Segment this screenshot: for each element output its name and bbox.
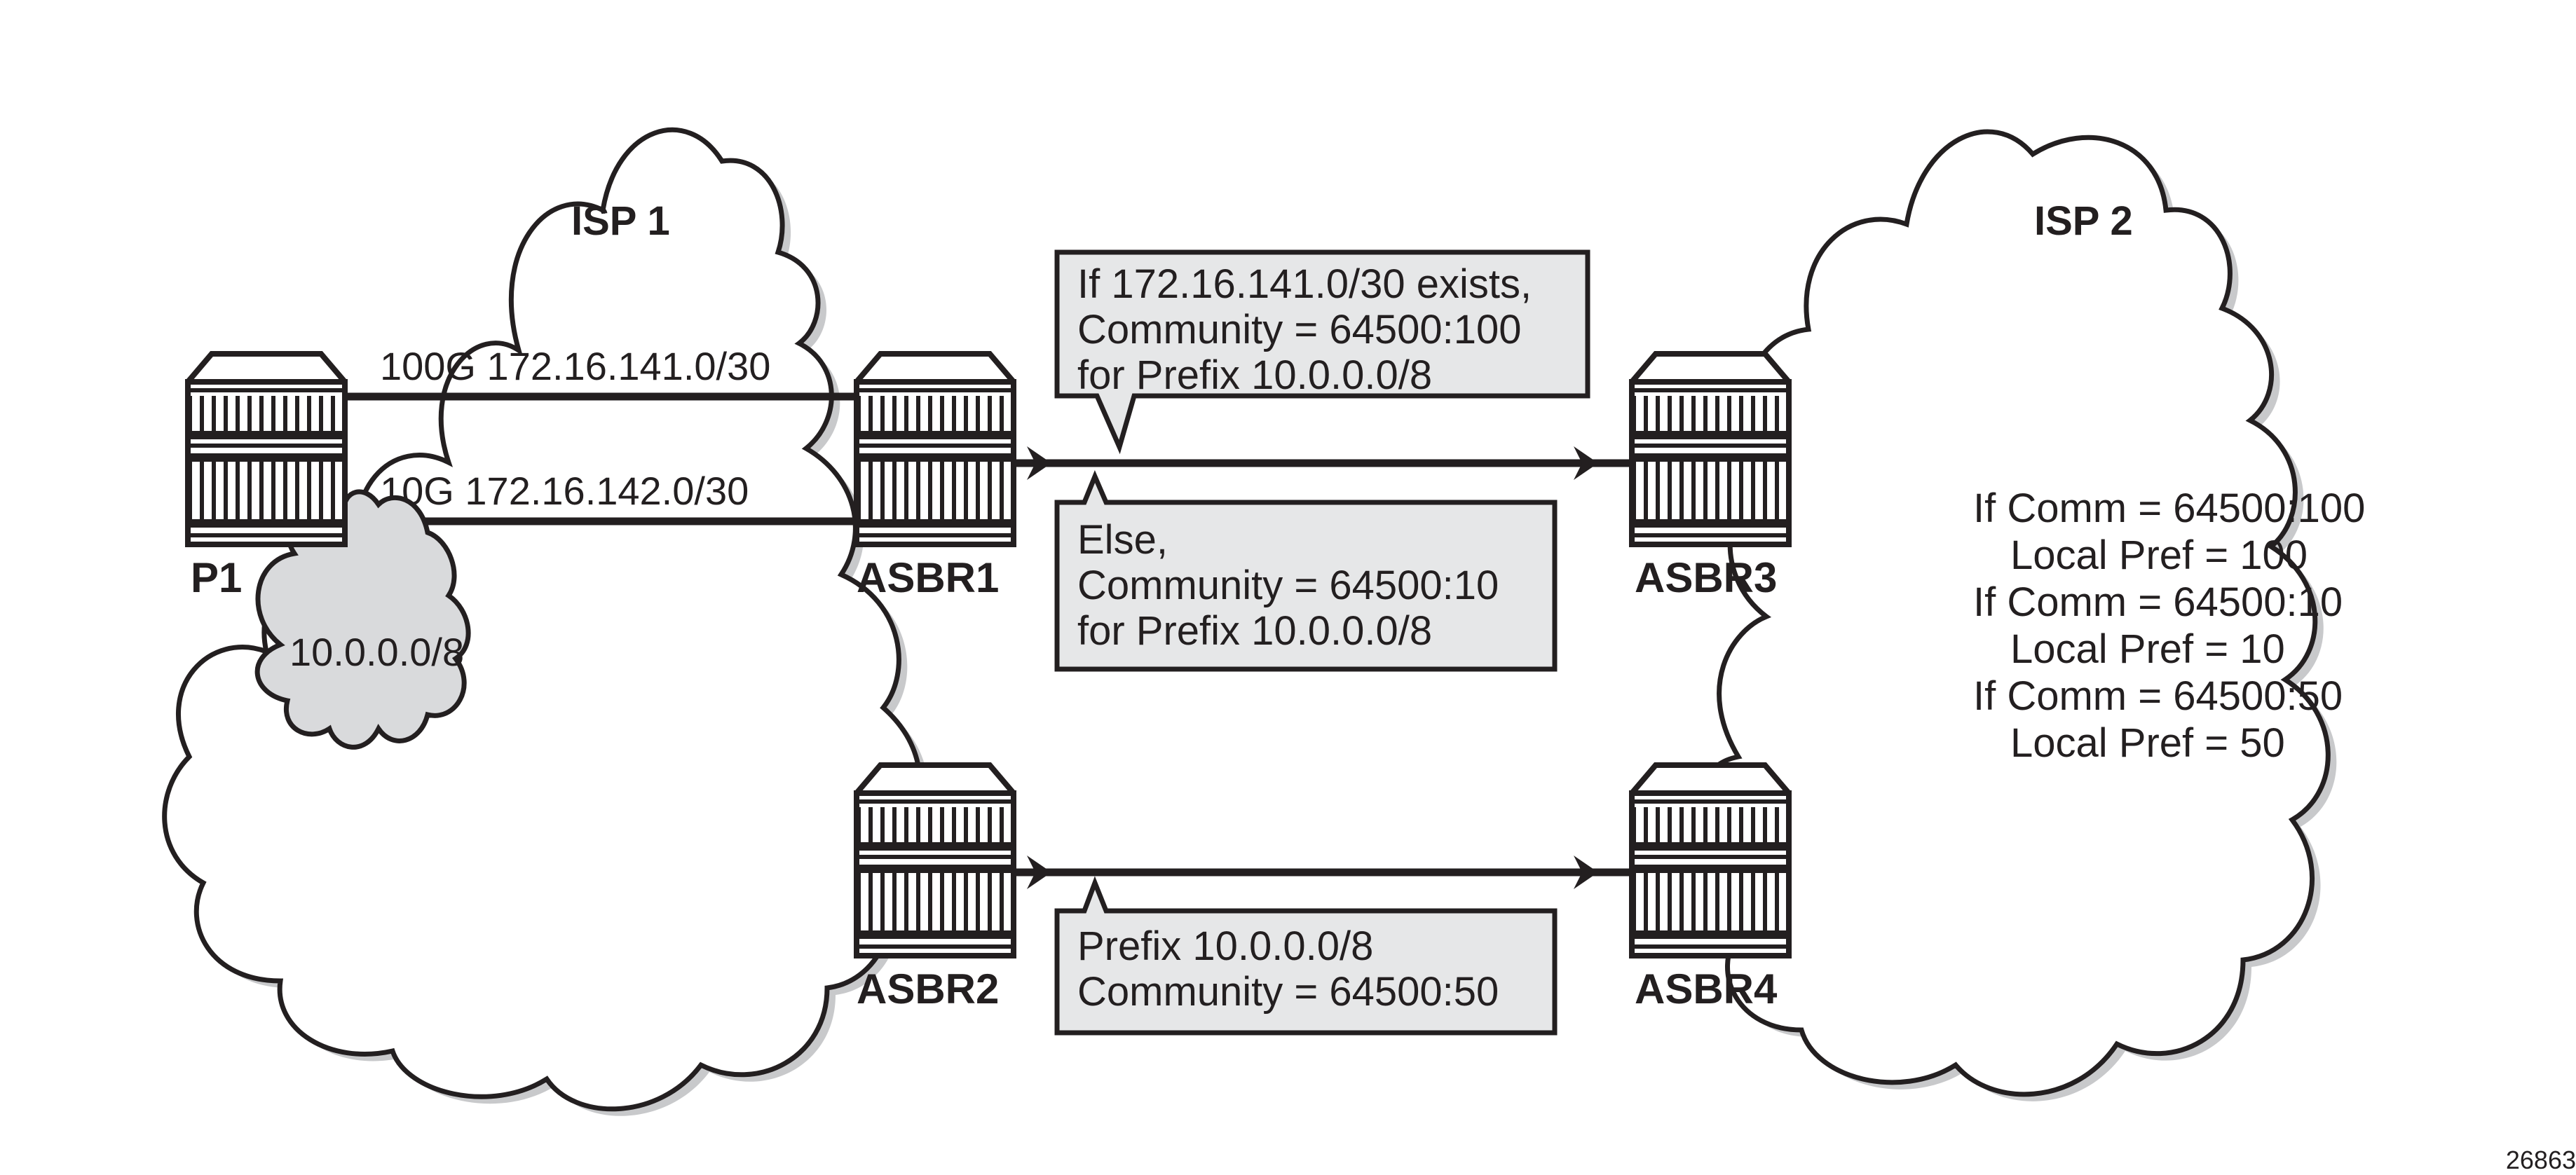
router-asbr3-label: ASBR3 bbox=[1635, 554, 1777, 601]
callout-middle: Else, Community = 64500:10 for Prefix 10… bbox=[1054, 469, 1558, 672]
link-100g: 100G 172.16.141.0/30 bbox=[343, 344, 857, 401]
router-icon bbox=[857, 765, 1014, 956]
router-asbr1[interactable]: ASBR1 bbox=[857, 354, 1014, 601]
link-100g-label: 100G 172.16.141.0/30 bbox=[380, 344, 770, 388]
policy-line-4: Local Pref = 10 bbox=[2010, 626, 2285, 672]
callout-top-line-2: Community = 64500:100 bbox=[1077, 307, 1522, 352]
router-icon bbox=[857, 354, 1014, 544]
router-asbr3[interactable]: ASBR3 bbox=[1632, 354, 1789, 601]
link-10g-label: 10G 172.16.142.0/30 bbox=[380, 469, 749, 513]
callout-top: If 172.16.141.0/30 exists, Community = 6… bbox=[1054, 249, 1590, 455]
callout-bottom-line-2: Community = 64500:50 bbox=[1077, 969, 1499, 1015]
policy-line-2: Local Pref = 100 bbox=[2010, 532, 2308, 578]
callout-middle-line-1: Else, bbox=[1077, 517, 1168, 563]
router-p1[interactable]: P1 bbox=[188, 354, 345, 601]
callout-top-line-1: If 172.16.141.0/30 exists, bbox=[1077, 261, 1532, 307]
router-icon bbox=[1632, 765, 1789, 956]
isp1-cloud-outline bbox=[162, 127, 922, 1112]
arrowhead-icon bbox=[1574, 856, 1598, 889]
policy-line-6: Local Pref = 50 bbox=[2010, 720, 2285, 766]
isp2-cloud-outline bbox=[1698, 129, 2331, 1097]
router-asbr2[interactable]: ASBR2 bbox=[857, 765, 1014, 1012]
isp1-label: ISP 1 bbox=[571, 198, 670, 244]
callout-top-line-3: for Prefix 10.0.0.0/8 bbox=[1077, 352, 1432, 398]
policy-line-1: If Comm = 64500:100 bbox=[1973, 486, 2365, 531]
policy-line-3: If Comm = 64500:10 bbox=[1973, 579, 2343, 625]
arrowhead-icon bbox=[1027, 856, 1051, 889]
isp2-policy: If Comm = 64500:100 Local Pref = 100 If … bbox=[1973, 486, 2365, 766]
callout-bottom: Prefix 10.0.0.0/8 Community = 64500:50 bbox=[1054, 876, 1558, 1036]
prefix-cloud-label: 10.0.0.0/8 bbox=[289, 630, 464, 674]
router-asbr4-label: ASBR4 bbox=[1635, 966, 1778, 1012]
prefix-cloud: 10.0.0.0/8 bbox=[254, 489, 471, 750]
session-asbr1-asbr3 bbox=[1014, 446, 1632, 480]
isp2-cloud: ISP 2 bbox=[1698, 129, 2337, 1101]
router-icon bbox=[188, 354, 345, 544]
figure-id: 26863 bbox=[2506, 1146, 2576, 1174]
router-asbr1-label: ASBR1 bbox=[857, 554, 999, 601]
router-icon bbox=[1632, 354, 1789, 544]
router-asbr4[interactable]: ASBR4 bbox=[1632, 765, 1789, 1012]
router-asbr2-label: ASBR2 bbox=[857, 966, 999, 1012]
policy-line-5: If Comm = 64500:50 bbox=[1973, 673, 2343, 719]
router-p1-label: P1 bbox=[191, 554, 242, 601]
arrowhead-icon bbox=[1027, 446, 1051, 480]
link-10g: 10G 172.16.142.0/30 bbox=[343, 469, 857, 525]
isp1-cloud: ISP 1 bbox=[162, 127, 928, 1116]
isp2-label: ISP 2 bbox=[2034, 198, 2133, 244]
callout-middle-line-3: for Prefix 10.0.0.0/8 bbox=[1077, 608, 1432, 654]
arrowhead-icon bbox=[1574, 446, 1598, 480]
session-asbr2-asbr4 bbox=[1014, 856, 1632, 889]
callout-bottom-line-1: Prefix 10.0.0.0/8 bbox=[1077, 923, 1373, 969]
callout-middle-line-2: Community = 64500:10 bbox=[1077, 563, 1499, 608]
